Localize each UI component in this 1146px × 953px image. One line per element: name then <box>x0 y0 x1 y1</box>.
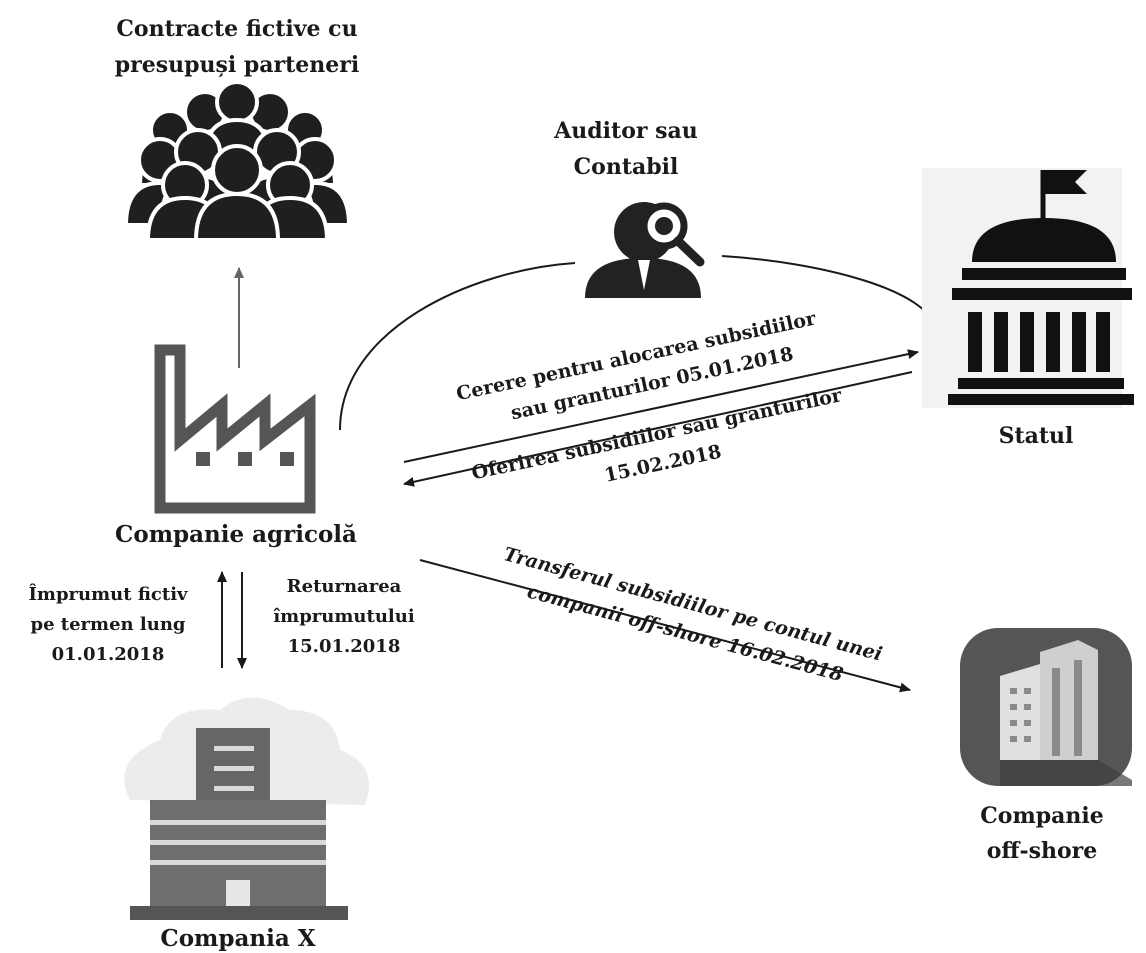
loan-return-label: Returnarea împrumutului 15.01.2018 <box>273 576 414 657</box>
office-building-icon <box>124 697 370 920</box>
state-node: Statul <box>922 168 1134 449</box>
request-arrow <box>403 349 919 463</box>
company-x-node: Compania X <box>124 697 370 952</box>
auditor-label-line1: Auditor sau <box>553 118 698 144</box>
offshore-label-line1: Companie <box>980 803 1103 829</box>
loan-return-label-line2: împrumutului <box>273 606 414 627</box>
people-crowd-icon <box>123 80 352 242</box>
factory-icon <box>154 344 316 514</box>
auditor-magnifier-icon <box>585 202 705 298</box>
audit-arc-left <box>339 262 576 431</box>
auditor-label-line2: Contabil <box>574 154 679 180</box>
offshore-buildings-icon <box>960 628 1132 786</box>
transfer-label: Transferul subsidiilor pe contul unei co… <box>501 543 884 686</box>
loan-return-label-line1: Returnarea <box>287 576 402 597</box>
transfer-arrow <box>419 559 911 693</box>
government-building-icon <box>922 168 1134 408</box>
offshore-label-line2: off-shore <box>987 838 1098 864</box>
agri-company-label: Companie agricolă <box>115 521 357 548</box>
audit-arc-right <box>721 255 937 331</box>
loan-label-line1: Împrumut fictiv <box>29 582 189 605</box>
loan-label-line2: pe termen lung <box>30 614 185 635</box>
offshore-node: Companie off-shore <box>960 628 1132 864</box>
offer-arrow <box>403 371 913 487</box>
partners-label-line1: Contracte fictive cu <box>116 16 357 42</box>
auditor-node: Auditor sau Contabil <box>553 118 705 298</box>
partners-label-line2: presupuși parteneri <box>115 52 359 78</box>
loan-label-line3: 01.01.2018 <box>52 644 165 665</box>
state-label: Statul <box>999 423 1074 449</box>
agri-company-node: Companie agricolă <box>115 344 357 548</box>
loan-return-label-line3: 15.01.2018 <box>288 636 401 657</box>
partners-node: Contracte fictive cu presupuși parteneri <box>115 16 359 242</box>
company-x-label: Compania X <box>160 925 315 952</box>
loan-label: Împrumut fictiv pe termen lung 01.01.201… <box>29 582 189 665</box>
